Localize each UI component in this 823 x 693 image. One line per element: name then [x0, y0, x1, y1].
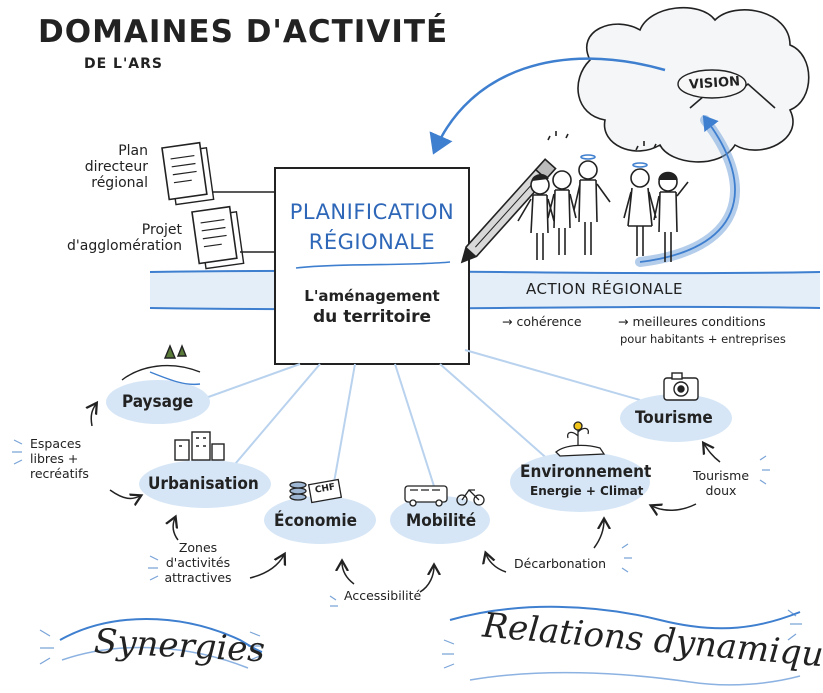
- landscape-icon: [121, 344, 201, 386]
- center-body-2: du territoire: [313, 307, 431, 327]
- swoosh-right: [449, 605, 801, 630]
- buildings-icon: [174, 431, 225, 461]
- swoosh-left: [59, 618, 263, 653]
- domain-environnement: Environnement: [520, 462, 652, 482]
- annotation-zones: Zones d'activités attractives: [164, 540, 232, 585]
- center-title-2: RÉGIONALE: [308, 230, 436, 254]
- mobilite-ellipse: [390, 496, 490, 544]
- paysage-ellipse: [106, 380, 210, 424]
- center-box: [274, 167, 470, 365]
- economie-ellipse: [264, 496, 376, 544]
- plant-icon: [555, 421, 606, 457]
- people-group: [517, 131, 689, 262]
- money-icon: [289, 478, 343, 504]
- urbanisation-ellipse: [139, 460, 271, 508]
- feedback-arrow: [429, 57, 666, 155]
- arrow-zones-right: [249, 555, 284, 579]
- document-icon: [191, 205, 245, 270]
- page-subtitle: DE L'ARS: [84, 56, 163, 72]
- tourisme-ellipse: [620, 394, 732, 442]
- sparkle-marks: [12, 439, 802, 669]
- environnement-ellipse: [510, 452, 650, 512]
- connector-lines: [199, 349, 641, 506]
- domain-mobilite: Mobilité: [406, 511, 477, 531]
- arrow-espaces-right: [109, 489, 140, 498]
- domain-paysage: Paysage: [122, 392, 194, 412]
- conditions-sub-text: pour habitants + entreprises: [620, 332, 786, 346]
- arrow-decarb-up: [593, 520, 604, 549]
- annotation-espaces: Espaces libres + recréatifs: [30, 436, 89, 481]
- camera-icon: [663, 372, 699, 401]
- arrow-doux-left: [652, 503, 697, 510]
- conditions-text: → meilleures conditions: [618, 314, 766, 329]
- annotation-tourisme-doux: Tourisme doux: [692, 468, 750, 498]
- annotation-decarbonation: Décarbonation: [514, 556, 607, 571]
- instrument-projet-label: Projet d'agglomération: [67, 222, 182, 254]
- arrow-access-right: [419, 566, 434, 593]
- transport-icon: [404, 485, 485, 507]
- domain-urbanisation: Urbanisation: [148, 474, 259, 494]
- action-band: [150, 272, 820, 308]
- domain-tourisme: Tourisme: [635, 408, 713, 428]
- action-label: ACTION RÉGIONALE: [526, 280, 683, 298]
- arrow-decarb-left: [486, 554, 507, 573]
- instrument-plan-label: Plan directeur régional: [84, 143, 148, 191]
- annotation-accessibilite: Accessibilité: [344, 588, 422, 603]
- arrow-doux-up: [704, 444, 721, 463]
- page-title: DOMAINES D'ACTIVITÉ: [38, 14, 449, 50]
- domain-economie: Économie: [274, 511, 357, 531]
- arrow-access-left: [342, 562, 355, 585]
- center-title-1: PLANIFICATION: [289, 200, 455, 224]
- coherence-text: → cohérence: [502, 314, 582, 329]
- domain-environnement-sub: Energie + Climat: [530, 484, 644, 498]
- center-body-1: L'aménagement: [304, 287, 440, 305]
- arrow-espaces-up: [91, 404, 96, 427]
- arrow-zones-up: [173, 518, 179, 541]
- document-icon: [161, 141, 215, 206]
